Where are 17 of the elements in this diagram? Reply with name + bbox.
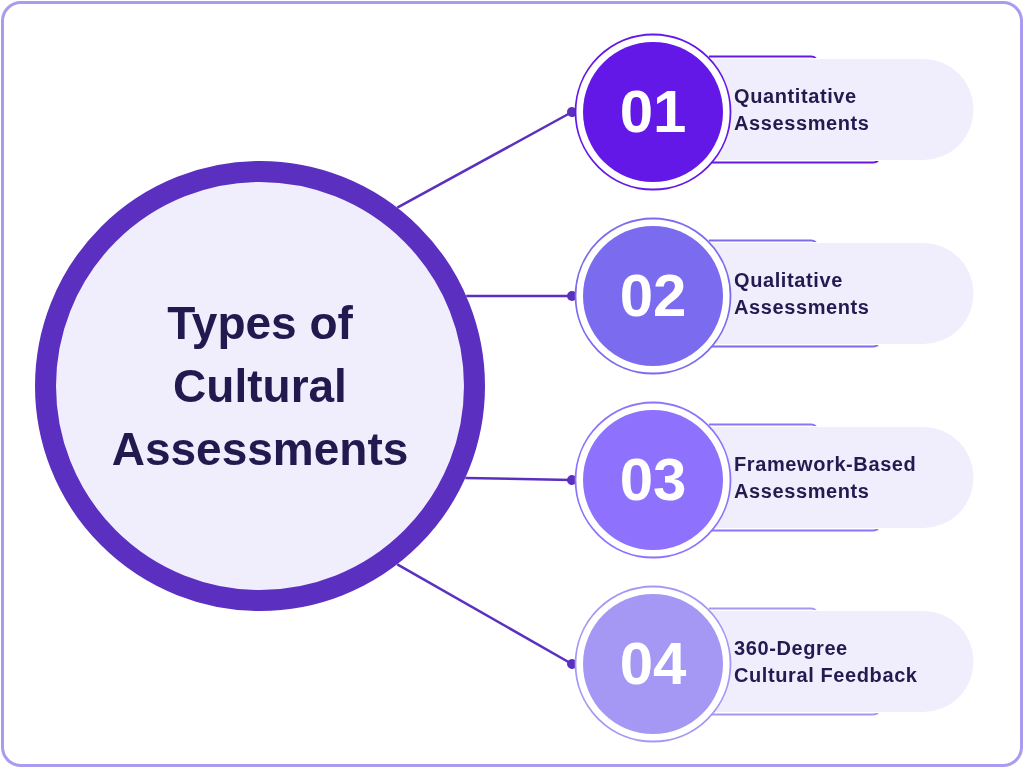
label-pill [707, 239, 975, 348]
step-label: Framework-Based Assessments [734, 451, 918, 504]
step-number: 04 [619, 632, 687, 696]
step-number: 03 [619, 448, 687, 512]
label-pill [707, 55, 975, 164]
label-pill [707, 607, 975, 716]
number-circle [572, 31, 734, 193]
label-pill [707, 423, 975, 532]
step-label: Qualitative Assessments [734, 267, 871, 320]
hub-title: Types of Cultural Assessments [110, 295, 410, 477]
number-circle [572, 583, 734, 745]
number-circle [572, 215, 734, 377]
step-label: 360-Degree Cultural Feedback [734, 635, 919, 688]
step-label: Quantitative Assessments [734, 83, 871, 136]
number-circle [572, 399, 734, 561]
step-number: 01 [619, 80, 687, 144]
step-number: 02 [619, 264, 687, 328]
